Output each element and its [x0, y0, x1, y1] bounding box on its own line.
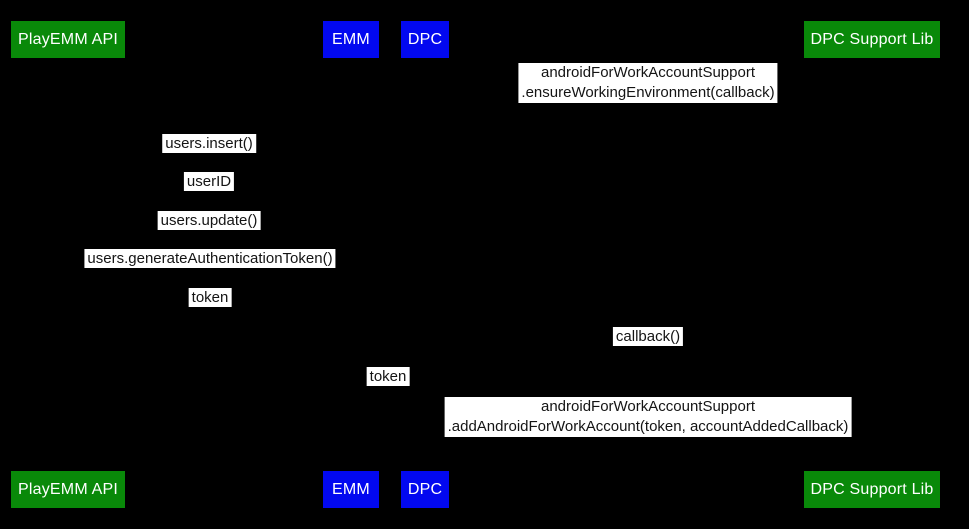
message-token-1: token [188, 288, 232, 307]
message-token-2: token [366, 367, 410, 386]
actor-dpc-support-lib-bottom: DPC Support Lib [804, 471, 940, 508]
actor-emm-bottom: EMM [323, 471, 379, 508]
message-users-update: users.update() [157, 211, 261, 230]
message-user-id: userID [183, 172, 235, 191]
actor-dpc-bottom: DPC [401, 471, 449, 508]
actor-dpc-top: DPC [401, 21, 449, 58]
actor-playemm-api-top: PlayEMM API [11, 21, 125, 58]
actor-playemm-api-bottom: PlayEMM API [11, 471, 125, 508]
message-ensure-working-environment: androidForWorkAccountSupport .ensureWork… [518, 63, 778, 103]
message-callback: callback() [612, 327, 684, 346]
message-line-2: .ensureWorkingEnvironment(callback) [521, 84, 775, 101]
message-add-android-for-work-account: androidForWorkAccountSupport .addAndroid… [444, 397, 852, 437]
message-users-insert: users.insert() [162, 134, 256, 153]
actor-dpc-support-lib-top: DPC Support Lib [804, 21, 940, 58]
message-line-2: .addAndroidForWorkAccount(token, account… [447, 418, 849, 435]
message-line-1: androidForWorkAccountSupport [541, 398, 755, 415]
message-users-generate-authentication-token: users.generateAuthenticationToken() [84, 249, 336, 268]
actor-emm-top: EMM [323, 21, 379, 58]
message-line-1: androidForWorkAccountSupport [540, 64, 755, 81]
